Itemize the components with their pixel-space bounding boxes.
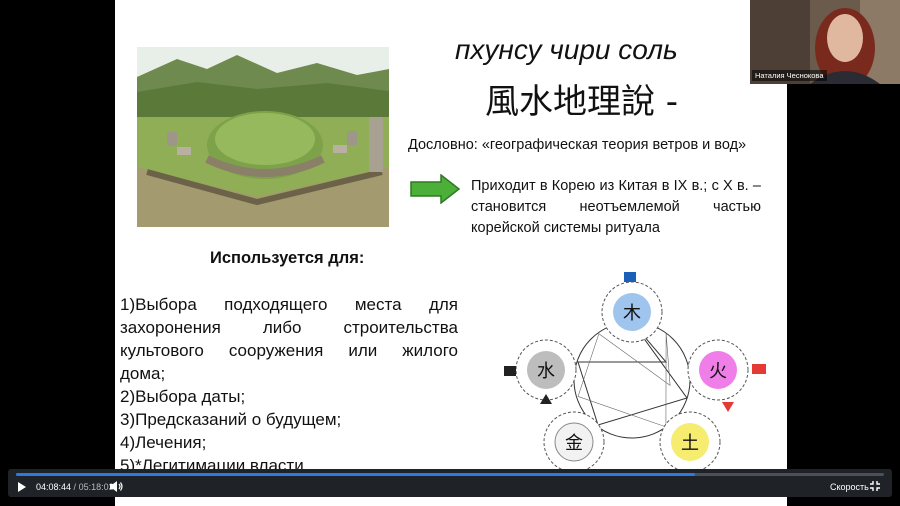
- literal-translation: Дословно: «географическая теория ветров …: [408, 137, 747, 153]
- earth-label: 土: [681, 433, 699, 454]
- time-display: 04:08:44 / 05:18:03: [36, 482, 114, 492]
- used-for-heading: Используется для:: [210, 249, 365, 267]
- wood-label: 木: [623, 303, 641, 324]
- title-hanzi: 風水地理說 -: [485, 82, 679, 122]
- metal-label: 金: [565, 433, 583, 454]
- metal-node: 金: [543, 411, 605, 470]
- royal-tomb-photo: [137, 47, 389, 227]
- list-item: захоронения либо строительства: [120, 318, 458, 337]
- progress-bar[interactable]: [16, 473, 884, 476]
- fire-label: 火: [709, 361, 727, 382]
- list-item: 3)Предсказаний о будущем;: [120, 410, 342, 429]
- wood-node: 木: [601, 281, 663, 343]
- time-separator: /: [71, 482, 79, 492]
- play-icon[interactable]: [17, 481, 27, 493]
- time-current: 04:08:44: [36, 482, 72, 492]
- earth-node: 土: [659, 411, 721, 470]
- fire-node: 火: [687, 339, 749, 401]
- history-text: Приходит в Корею из Китая в IX в.; с X в…: [471, 178, 761, 236]
- list-item: дома;: [120, 364, 166, 383]
- progress-fill: [16, 473, 695, 476]
- presenter-name: Наталия Чеснокова: [752, 70, 827, 81]
- list-item: 2)Выбора даты;: [120, 387, 246, 406]
- time-total: 05:18:03: [78, 482, 114, 492]
- water-node: 水: [515, 339, 577, 401]
- presentation-slide: пхунсу чири соль 風水地理說 - Дословно: «геог…: [115, 0, 787, 506]
- player-controls: 04:08:44 / 05:18:03 Скорость: [8, 469, 892, 497]
- usage-list: 1)Выбора подходящего места для захоронен…: [120, 293, 458, 477]
- list-item: культового сооружения или жилого: [120, 341, 458, 360]
- title-transliteration: пхунсу чири соль: [455, 34, 678, 65]
- fullscreen-icon[interactable]: [869, 480, 881, 492]
- webcam-feed: Наталия Чеснокова: [750, 0, 900, 84]
- green-arrow-icon: [410, 174, 461, 204]
- speed-button[interactable]: Скорость: [830, 482, 869, 492]
- volume-icon[interactable]: [109, 480, 123, 493]
- list-item: 1)Выбора подходящего места для: [120, 295, 458, 314]
- water-label: 水: [537, 361, 555, 382]
- five-elements-diagram: 木 火 土 金 水: [504, 272, 766, 470]
- list-item: 4)Лечения;: [120, 433, 207, 452]
